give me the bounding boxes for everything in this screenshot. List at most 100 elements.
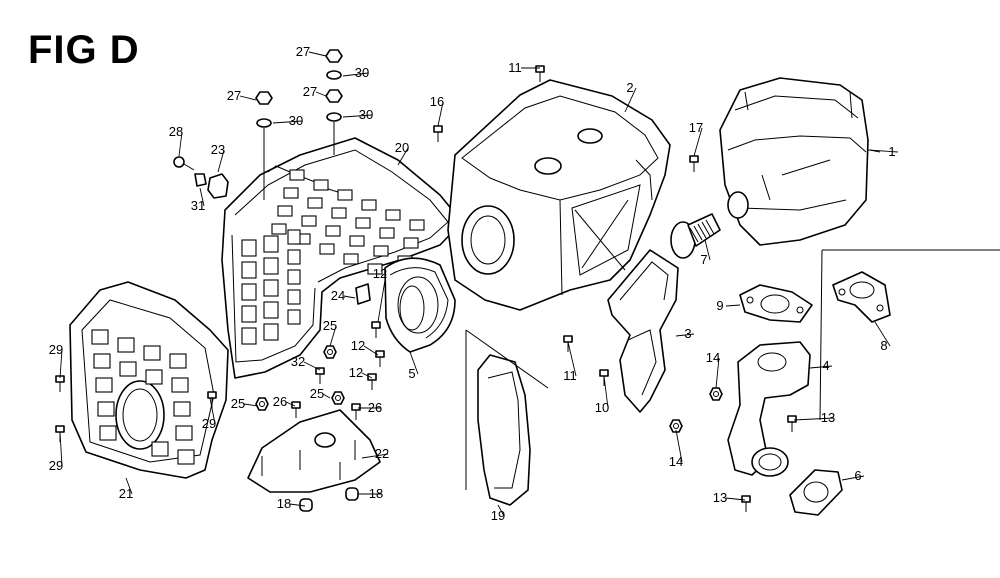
grid-cell	[241, 261, 257, 279]
leader-line	[59, 349, 63, 379]
leader-line	[377, 273, 387, 323]
grid-cell	[289, 169, 305, 181]
callout-c18a: 18	[277, 496, 291, 511]
grid-cell	[263, 235, 279, 253]
callout-c28: 28	[169, 124, 183, 139]
grid-cell	[403, 237, 419, 249]
callout-c21: 21	[119, 486, 133, 501]
callout-c14a: 14	[706, 350, 720, 365]
leader-line	[874, 321, 891, 347]
callout-c1: 1	[888, 144, 895, 159]
callout-c31: 31	[191, 198, 205, 213]
grid-cell	[343, 253, 359, 265]
grid-cell	[287, 289, 301, 305]
front-cover-icon	[69, 281, 229, 479]
thread-line	[697, 223, 707, 239]
callout-c12b: 12	[351, 338, 365, 353]
divider-line-icon	[819, 249, 1000, 421]
leader-line	[125, 477, 133, 495]
callout-c4: 4	[822, 358, 829, 373]
callout-c7: 7	[700, 252, 707, 267]
bolt-icon	[741, 495, 751, 512]
leader-line	[315, 91, 327, 97]
leader-line	[361, 372, 373, 379]
grid-cell	[173, 401, 191, 417]
grid-cell	[177, 449, 195, 465]
grid-cell	[171, 377, 189, 393]
grid-cell	[287, 229, 301, 245]
leader-line	[675, 333, 695, 337]
grid-cell	[175, 425, 193, 441]
grid-cell	[379, 227, 395, 239]
fasteners-group	[55, 65, 797, 512]
shroud-icon	[447, 79, 671, 311]
bolt-icon	[291, 401, 301, 418]
cap-icon	[345, 487, 359, 501]
grid-cell	[145, 369, 163, 385]
callout-c23: 23	[211, 142, 225, 157]
thread-line	[705, 219, 715, 235]
callout-c26b: 26	[368, 400, 382, 415]
grid-cell	[93, 353, 111, 369]
cap-icon	[299, 498, 313, 512]
callout-c13a: 13	[821, 410, 835, 425]
leader-line	[704, 239, 711, 261]
grid-cell	[117, 337, 135, 353]
callout-c29a: 29	[49, 342, 63, 357]
nut-icon	[331, 391, 345, 405]
grid-cell	[319, 243, 335, 255]
grid-cell	[307, 197, 323, 209]
gasket-9-icon	[739, 284, 813, 323]
nut-icon	[709, 387, 723, 401]
grid-cell	[241, 239, 257, 257]
grid-cell	[119, 361, 137, 377]
grid-cell	[325, 225, 341, 237]
grid-cell	[367, 263, 383, 275]
bolt-icon	[315, 367, 325, 384]
leader-line	[624, 87, 637, 113]
callout-c18b: 18	[369, 486, 383, 501]
callout-c17: 17	[689, 120, 703, 135]
leader-line	[867, 149, 899, 153]
grid-cell	[99, 425, 117, 441]
nut-washer-stack-icon	[255, 49, 343, 200]
muffler-icon	[719, 77, 881, 246]
side-cover-icon	[465, 329, 549, 506]
leader-line	[715, 357, 720, 389]
callout-c12c: 12	[349, 365, 363, 380]
leader-line	[308, 51, 327, 57]
base-plate-icon	[247, 409, 381, 493]
leader-line	[793, 417, 835, 421]
leader-line	[567, 341, 577, 377]
thread-line	[693, 225, 703, 241]
callout-c3: 3	[684, 326, 691, 341]
rubber-boot-icon	[384, 257, 456, 353]
bolt-icon	[367, 373, 377, 390]
bolt-icon	[371, 321, 381, 338]
grid-cell	[313, 179, 329, 191]
grid-cell	[277, 205, 293, 217]
clamp-icon	[173, 156, 229, 199]
callout-c10: 10	[595, 400, 609, 415]
callout-c5: 5	[408, 366, 415, 381]
grid-cell	[263, 301, 279, 319]
bolt-icon	[787, 415, 797, 432]
nut-icon	[255, 397, 269, 411]
grid-cell	[241, 283, 257, 301]
callout-c14b: 14	[669, 454, 683, 469]
callout-c2: 2	[626, 80, 633, 95]
callout-c32: 32	[291, 354, 305, 369]
nut-icon	[669, 419, 683, 433]
grid-cell	[385, 209, 401, 221]
gasket-icon	[789, 469, 843, 516]
grid-cell	[287, 269, 301, 285]
grid-cell	[241, 305, 257, 323]
callout-c19: 19	[491, 508, 505, 523]
callout-labels: 1234567891011111212121313141416171818192…	[49, 44, 896, 523]
grid-cell	[355, 217, 371, 229]
callout-c30b: 30	[289, 113, 303, 128]
leader-line	[409, 351, 419, 375]
nut-icon	[323, 345, 337, 359]
leader-line	[343, 295, 356, 299]
callout-c30a: 30	[355, 65, 369, 80]
